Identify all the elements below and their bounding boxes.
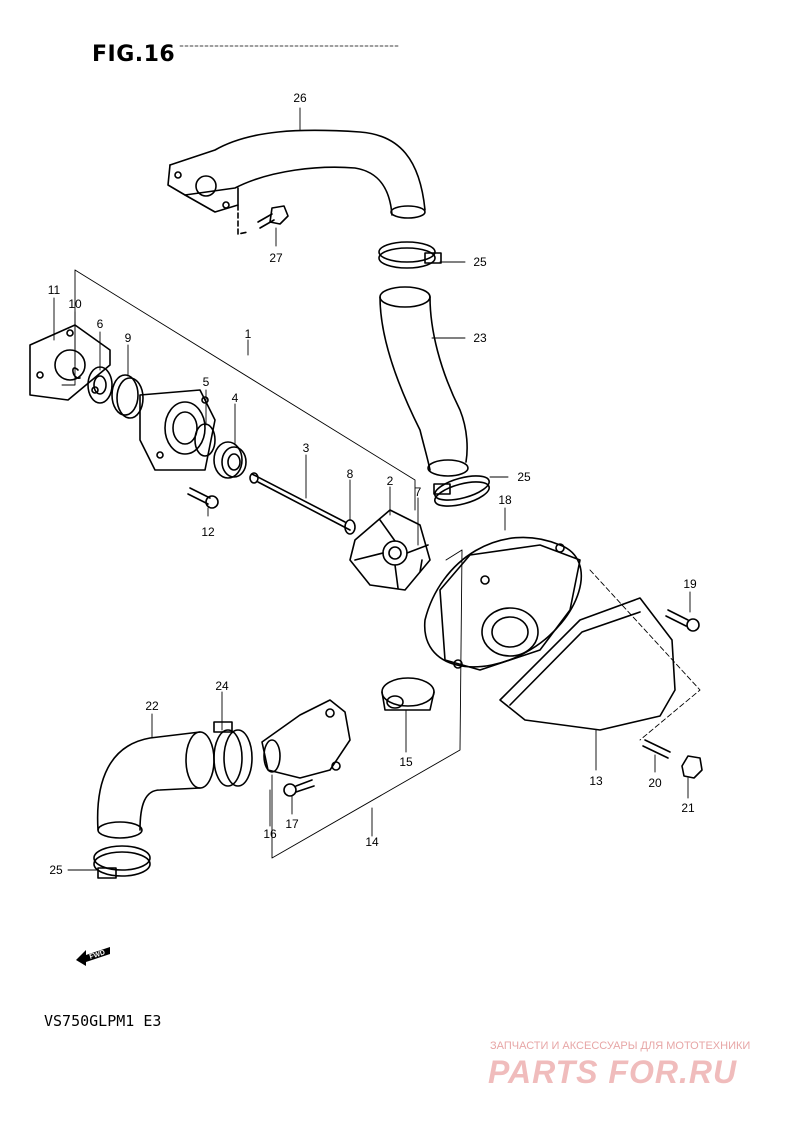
part-label-8: 8 xyxy=(347,467,354,481)
part-label-15: 15 xyxy=(399,755,413,769)
screw-17 xyxy=(283,779,315,797)
leader-lines xyxy=(53,107,701,871)
part-label-11: 11 xyxy=(48,283,61,297)
circlip-10 xyxy=(72,367,81,379)
part-label-17: 17 xyxy=(285,817,299,831)
cover-gasket-18 xyxy=(424,536,583,668)
part-label-19: 19 xyxy=(683,577,697,591)
kit-bracket-1 xyxy=(61,269,416,511)
part-label-23: 23 xyxy=(473,331,487,345)
part-label-21: 21 xyxy=(681,801,695,815)
impeller-2 xyxy=(349,509,431,591)
part-label-7: 7 xyxy=(415,485,422,499)
part-label-10: 10 xyxy=(68,297,82,311)
part-label-25-lower: 25 xyxy=(49,863,63,877)
hose-clamp-25-mid xyxy=(433,475,490,507)
model-code: VS750GLPM1 E3 xyxy=(44,1012,162,1030)
oil-seal-9 xyxy=(111,374,144,419)
part-label-14: 14 xyxy=(365,835,379,849)
part-label-3: 3 xyxy=(303,441,310,455)
part-label-2: 2 xyxy=(387,474,394,488)
hose-22 xyxy=(96,731,215,839)
pump-cover xyxy=(439,543,581,671)
stud-20 xyxy=(642,739,671,759)
part-label-12: 12 xyxy=(201,525,215,539)
thermostat-15 xyxy=(381,677,435,711)
part-labels: 26 27 25 23 25 11 10 6 9 1 5 4 3 8 2 7 1… xyxy=(48,91,697,877)
watermark-brand: PARTS FOR.RU xyxy=(488,1054,738,1090)
kit-bracket-14 xyxy=(271,549,463,859)
figure-title: FIG.16 xyxy=(92,42,176,67)
part-label-25-mid: 25 xyxy=(517,470,531,484)
bolt-19 xyxy=(665,609,700,632)
hose-clamp-25-lower xyxy=(93,845,151,879)
part-label-16: 16 xyxy=(263,827,277,841)
part-label-1: 1 xyxy=(245,327,252,341)
part-label-18: 18 xyxy=(498,493,512,507)
hose-clamp-24 xyxy=(213,721,253,787)
pump-housing xyxy=(139,389,216,471)
part-label-20: 20 xyxy=(648,776,662,790)
forward-arrow-icon: FWD xyxy=(76,947,110,966)
part-label-5: 5 xyxy=(203,375,210,389)
part-label-26: 26 xyxy=(293,91,307,105)
hose-23 xyxy=(379,286,469,477)
part-label-24: 24 xyxy=(215,679,229,693)
pin-7 xyxy=(419,559,423,573)
bolt-27 xyxy=(257,205,289,229)
o-ring-8 xyxy=(344,519,356,535)
coolant-pipe-26 xyxy=(167,129,426,235)
nut-21 xyxy=(681,755,703,779)
part-label-4: 4 xyxy=(232,391,239,405)
part-label-13: 13 xyxy=(589,774,603,788)
part-label-27: 27 xyxy=(269,251,283,265)
hose-clamp-25-upper xyxy=(378,241,442,269)
part-label-6: 6 xyxy=(97,317,104,331)
thermostat-cover-16 xyxy=(261,699,351,779)
bearing-5 xyxy=(194,423,216,457)
mechanical-seal-4 xyxy=(213,441,247,479)
forward-arrow-badge: FWD xyxy=(74,942,114,970)
fwd-label: FWD xyxy=(89,949,106,961)
gasket-plate-11 xyxy=(29,324,111,401)
pump-shaft-3 xyxy=(249,472,351,531)
watermark-tagline: ЗАПЧАСТИ И АКСЕССУАРЫ ДЛЯ МОТОТЕХНИКИ xyxy=(490,1040,751,1052)
part-label-25-upper: 25 xyxy=(473,255,487,269)
cover-13 xyxy=(499,597,676,731)
part-label-22: 22 xyxy=(145,699,159,713)
part-label-9: 9 xyxy=(125,331,132,345)
screw-12 xyxy=(187,487,219,509)
